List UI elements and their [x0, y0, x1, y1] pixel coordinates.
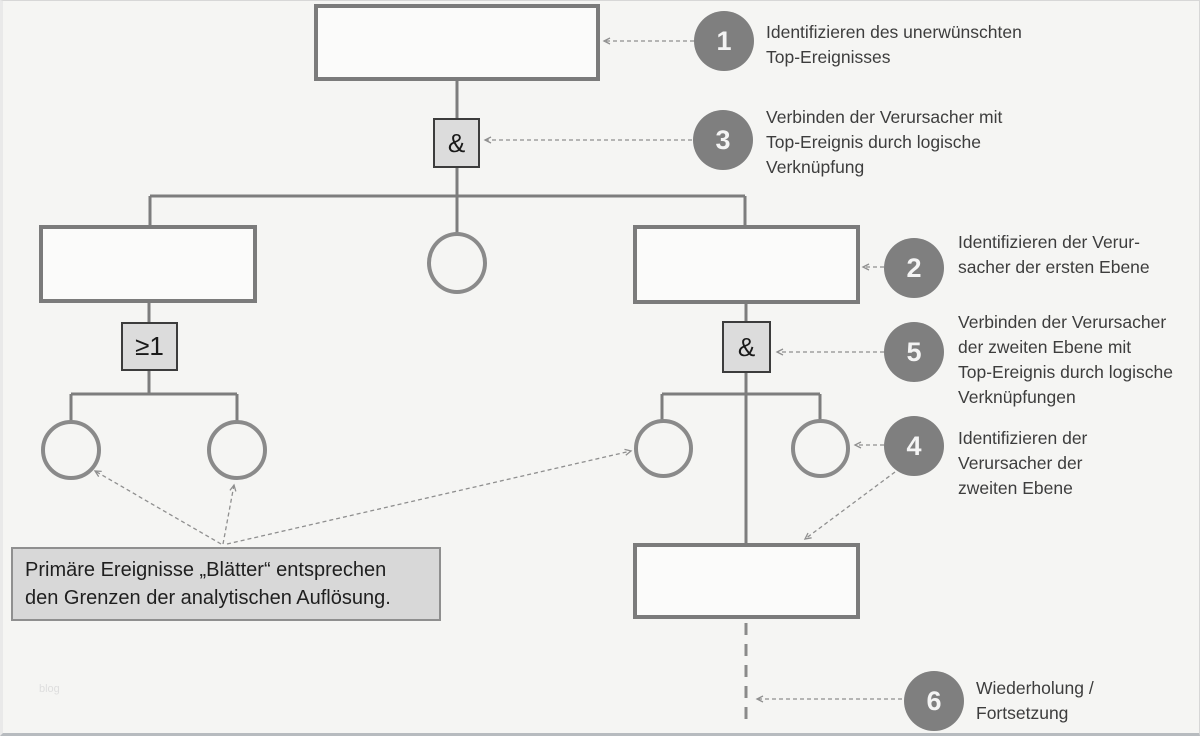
or-gate-left: ≥1	[121, 322, 178, 371]
leader-step4-bottom-box	[803, 471, 896, 540]
tree-lines	[69, 81, 822, 544]
top-event-box	[314, 4, 600, 81]
step-badge-2: 2	[884, 238, 944, 298]
leader-arrows	[93, 37, 902, 703]
step-badge-6: 6	[904, 671, 964, 731]
step-badge-3: 3	[693, 110, 753, 170]
second-level-bottom-box	[633, 543, 860, 619]
step-badge-2-number: 2	[906, 252, 922, 283]
step-badge-1: 1	[694, 11, 754, 71]
step-badge-1-number: 1	[716, 25, 732, 56]
step-text-6: Wiederholung / Fortsetzung	[976, 678, 1094, 723]
step-text-1: Identifizieren des unerwünschten Top-Ere…	[766, 22, 1022, 67]
or-gate-left-label: ≥1	[135, 331, 164, 361]
leader-note-left-circle	[93, 470, 222, 545]
step-badge-4-number: 4	[906, 430, 922, 461]
step-badge-6-number: 6	[926, 685, 942, 716]
basic-event-circle-middle	[427, 232, 487, 294]
step-text-3: Verbinden der Verursacher mit Top-Ereign…	[766, 107, 1003, 177]
step-badge-5: 5	[884, 322, 944, 382]
and-gate-top: &	[433, 118, 480, 168]
first-level-right-box	[633, 225, 860, 304]
step-text-2: Identifizieren der Verur- sacher der ers…	[958, 232, 1150, 277]
first-level-left-box	[39, 225, 257, 303]
basic-event-circle-right-1	[634, 419, 693, 478]
step-text-5: Verbinden der Verursacher der zweiten Eb…	[958, 312, 1173, 407]
step-badge-3-number: 3	[715, 124, 731, 155]
basic-event-circle-right-2	[791, 419, 850, 478]
basic-event-circle-left-2	[207, 420, 267, 480]
and-gate-right-label: &	[737, 331, 756, 362]
and-gate-top-label: &	[447, 127, 466, 158]
and-gate-right: &	[722, 321, 771, 373]
leader-note-mid-circle	[222, 483, 237, 545]
basic-event-circle-left-1	[41, 420, 101, 480]
watermark: blog	[39, 683, 60, 695]
step-badge-5-number: 5	[906, 336, 922, 367]
leader-note-right-circle	[226, 448, 633, 545]
step-text-4: Identifizieren der Verursacher der zweit…	[958, 428, 1088, 498]
connector-layer	[69, 37, 902, 720]
primary-events-note: Primäre Ereignisse „Blätter“ entsprechen…	[11, 547, 441, 621]
step-badge-4: 4	[884, 416, 944, 476]
